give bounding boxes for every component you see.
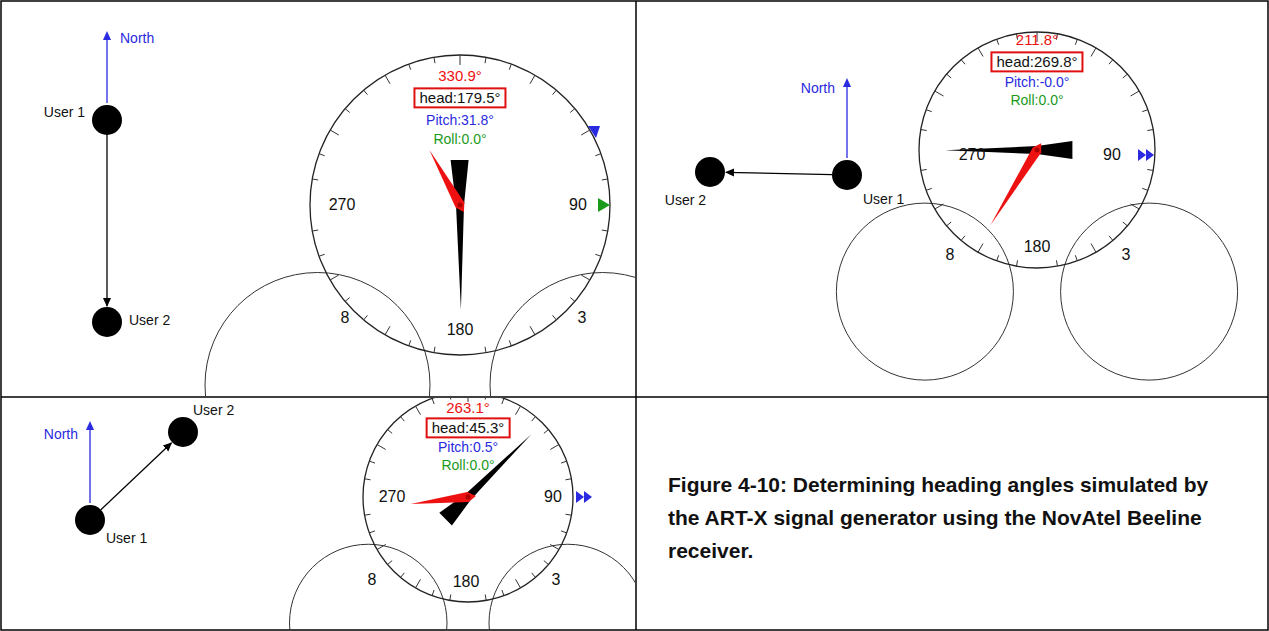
user-label: User 1 [44,104,85,120]
north-label: North [44,426,78,442]
dial-label: 3 [578,309,587,327]
north-label: North [801,80,835,96]
user-antenna: User 2 [92,307,122,337]
dial-label: 180 [453,573,480,591]
user-antenna: User 2 [695,157,725,187]
compass-dial [205,55,635,396]
dial-label: Roll:0.0° [433,131,486,147]
dial-label: Pitch:-0.0° [1005,74,1070,90]
user-label: User 1 [863,191,904,207]
user-antenna: User 1 [92,105,122,135]
dial-label: 270 [379,488,406,506]
dial-label: 90 [544,488,562,506]
north-arrows [90,35,847,503]
heading-readout: head:269.8° [990,51,1083,72]
dial-markers [576,126,1154,503]
user-label: User 2 [665,192,706,208]
dial-label: 8 [341,309,350,327]
baseline-arrow [726,172,832,174]
user-label: User 1 [106,530,147,546]
figure-caption: Figure 4-10: Determining heading angles … [668,468,1228,567]
baseline-arrow [101,443,171,510]
dial-label: 8 [946,246,955,264]
user-label: User 2 [129,312,170,328]
dial-label: 270 [329,196,356,214]
dial-label: Roll:0.0° [441,457,494,473]
compass-dial [290,398,636,630]
dial-label: 8 [368,571,377,589]
user-antenna: User 1 [832,160,862,190]
dial-label: Roll:0.0° [1010,92,1063,108]
dial-label: 3 [552,571,561,589]
dial-label: 330.9° [438,67,482,84]
dial-label: 90 [1103,146,1121,164]
user-antenna: User 2 [168,417,198,447]
user-antenna: User 1 [75,505,105,535]
dial-label: Pitch:31.8° [426,112,494,128]
heading-readout: head:45.3° [426,417,511,438]
dial-label: 211.8° [1016,31,1058,48]
dial-label: 90 [569,196,587,214]
heading-readout: head:179.5° [413,87,506,108]
user-label: User 2 [193,402,234,418]
dial-label: 270 [959,146,986,164]
dial-label: 180 [447,321,474,339]
dial-label: Pitch:0.5° [438,439,498,455]
baseline-arrow [106,135,107,306]
dial-label: 3 [1122,246,1131,264]
dial-label: 180 [1024,238,1051,256]
compass-dial [836,32,1237,380]
north-label: North [120,30,154,46]
dial-label: 263.1° [446,399,490,416]
